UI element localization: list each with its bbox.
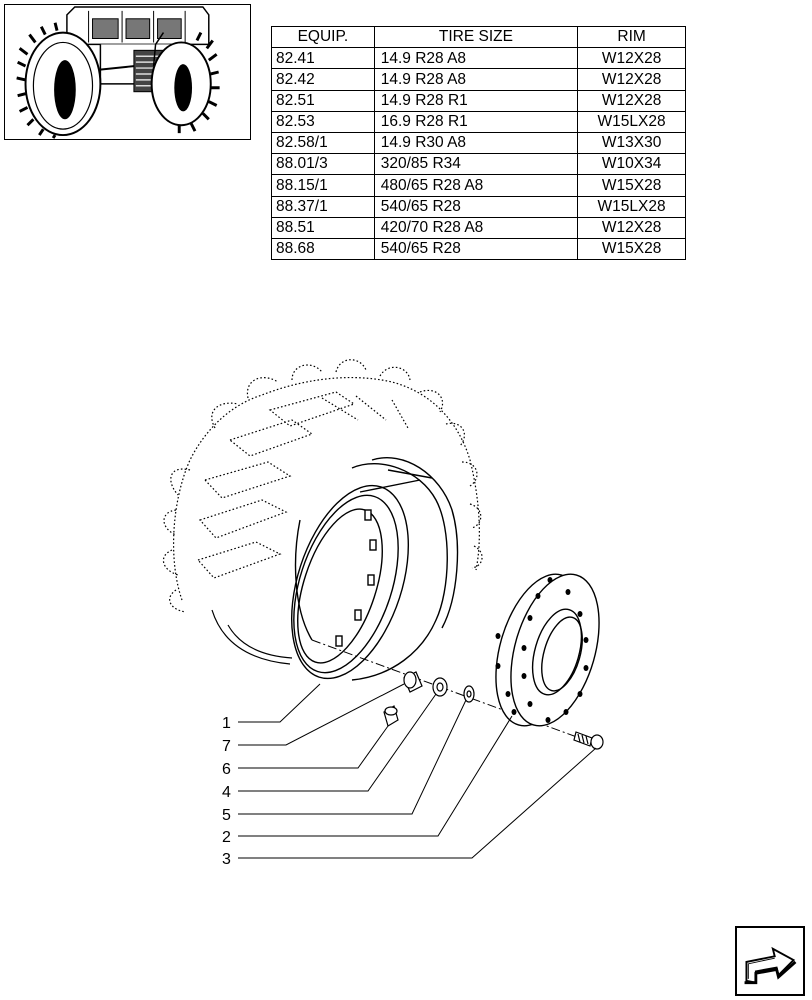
table-row: 82.42 14.9 R28 A8 W12X28 [271, 68, 686, 91]
rim-cell: W12X28 [577, 89, 686, 112]
rim-cell: W12X28 [577, 216, 686, 239]
table-row: 82.51 14.9 R28 R1 W12X28 [271, 89, 686, 112]
tire-outline [162, 359, 483, 613]
callout-6: 6 [222, 761, 231, 778]
callout-leaders [238, 683, 597, 859]
table-row: 88.68 540/65 R28 W15X28 [271, 237, 686, 261]
callout-3: 3 [222, 851, 231, 868]
washer [463, 685, 475, 703]
table-row: 82.58/1 14.9 R30 A8 W13X30 [271, 131, 686, 155]
valve [383, 705, 399, 727]
callout-4: 4 [222, 784, 231, 801]
callout-7: 7 [222, 738, 231, 755]
rim-cell: W12X28 [577, 68, 686, 91]
table-row: 82.41 14.9 R28 A8 W12X28 [271, 47, 686, 70]
tire-size-cell: 14.9 R28 A8 [373, 47, 579, 70]
column-header-tire-size: TIRE SIZE [373, 25, 579, 49]
table-row: 82.53 16.9 R28 R1 W15LX28 [271, 110, 686, 133]
table-row: 88.37/1 540/65 R28 W15LX28 [271, 195, 686, 218]
tire-size-cell: 14.9 R30 A8 [373, 131, 579, 155]
tire-size-cell: 540/65 R28 [373, 237, 579, 261]
spacer [403, 671, 423, 693]
tire-spec-table: EQUIP. TIRE SIZE RIM 82.41 14.9 R28 A8 W… [271, 25, 686, 261]
table-row: 88.51 420/70 R28 A8 W12X28 [271, 216, 686, 239]
bolt [573, 731, 604, 750]
callout-1: 1 [222, 715, 231, 732]
next-page-button[interactable] [735, 926, 805, 996]
rim-cell: W15LX28 [577, 195, 686, 218]
tire-size-cell: 14.9 R28 R1 [373, 89, 579, 112]
rim-cell: W15X28 [577, 237, 686, 261]
column-header-equip: EQUIP. [271, 25, 375, 49]
tractor-front-icon [5, 5, 250, 139]
wheel-disc [495, 573, 600, 727]
equip-cell: 82.53 [271, 110, 375, 133]
tire-size-cell: 540/65 R28 [373, 195, 579, 218]
next-page-arrow-icon [744, 946, 797, 985]
callout-2: 2 [222, 829, 231, 846]
callout-5: 5 [222, 807, 231, 824]
tire-size-cell: 16.9 R28 R1 [373, 110, 579, 133]
tire-lower-sidewall [211, 609, 293, 665]
table-header-row: EQUIP. TIRE SIZE RIM [271, 25, 686, 49]
nut [432, 677, 448, 697]
rim [290, 457, 459, 681]
rim-cell: W15X28 [577, 174, 686, 197]
equip-cell: 88.68 [271, 237, 375, 261]
tractor-thumbnail [4, 4, 251, 140]
